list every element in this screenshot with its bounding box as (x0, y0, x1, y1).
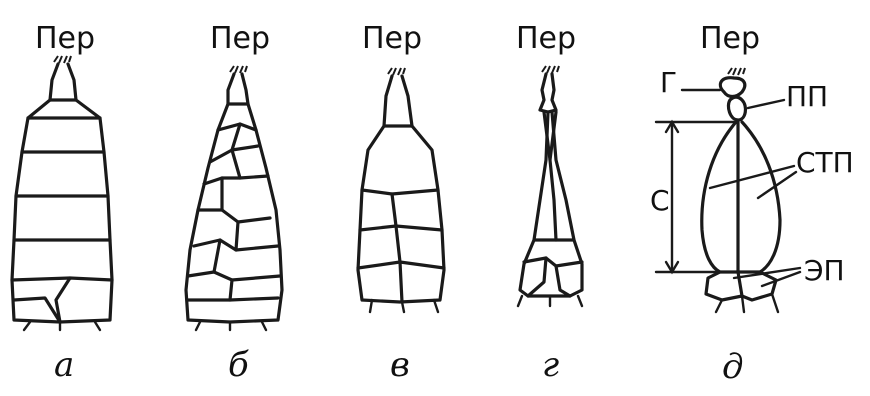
head-cell (720, 78, 744, 97)
panel-d-top-label: Пер (700, 21, 760, 56)
panel-a-suspensor-hatch (54, 56, 71, 63)
panel-d-suspensor-hatch (728, 68, 745, 75)
panel-g-top-label: Пер (516, 21, 576, 56)
panel-b-embryo-cells (186, 74, 282, 330)
panel-a-bottom-label: а (54, 345, 74, 385)
panel-v-suspensor-hatch (388, 68, 405, 75)
panel-v-embryo-cells (358, 76, 444, 312)
panel-a-top-label: Пер (35, 21, 95, 56)
panel-b-suspensor-hatch (230, 66, 247, 73)
panel-v: Пер в (358, 21, 444, 385)
basal-cell (728, 97, 745, 120)
stp-label: СТП (796, 146, 854, 179)
pp-leader-line (748, 100, 784, 108)
g-label: Г (660, 66, 677, 99)
panel-v-bottom-label: в (390, 345, 410, 385)
panel-d: Пер С Г ПП (650, 21, 854, 387)
panel-b-bottom-label: б (228, 345, 249, 385)
c-label: С (650, 184, 670, 217)
panel-b-top-label: Пер (210, 21, 270, 56)
pp-label: ПП (786, 80, 828, 113)
panel-b: Пер б (186, 21, 282, 385)
panel-g-embryo-cells (518, 74, 582, 306)
panel-a: Пер а (12, 21, 112, 385)
panel-v-top-label: Пер (362, 21, 422, 56)
ep-label: ЭП (804, 254, 845, 287)
panel-g-suspensor-hatch (542, 66, 559, 73)
stp-leader-line-1 (710, 166, 794, 188)
panel-g-bottom-label: г (542, 345, 559, 385)
panel-g: Пер г (516, 21, 582, 385)
suspensor-body (702, 122, 780, 272)
panel-d-bottom-label: д (722, 347, 744, 387)
panel-a-embryo-cells (12, 64, 112, 330)
